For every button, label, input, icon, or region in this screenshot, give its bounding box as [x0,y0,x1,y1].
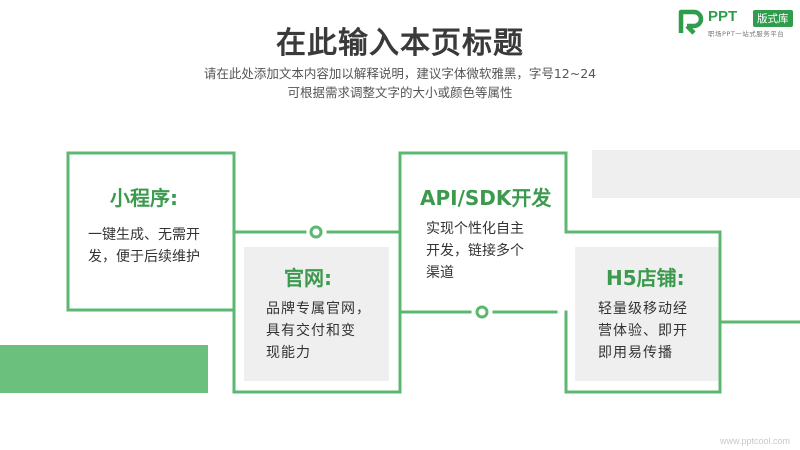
card-1-line-1: 一键生成、无需开 [88,227,200,243]
card-4-line-1: 轻量级移动经 [598,301,688,317]
card-2-text: 品牌专属官网， 具有交付和变 现能力 [266,298,371,364]
connector-node-1 [309,225,323,239]
card-1-line-2: 发，便于后续维护 [88,249,200,265]
logo-brand: PPT [708,8,738,25]
card-4-title: H5店铺: [606,266,685,290]
card-3-title: API/SDK开发 [420,186,552,210]
card-3-line-3: 渠道 [426,265,454,281]
bottom-left-block [0,345,208,393]
connector-node-2 [475,305,489,319]
logo-badge: 版式库 [753,10,793,27]
card-3-line-2: 开发，链接多个 [426,243,524,259]
card-2-line-3: 现能力 [266,345,311,361]
card-3-line-1: 实现个性化自主 [426,221,524,237]
watermark-text: www.pptcool.com [719,436,790,446]
logo-tagline: 职场PPT一站式服务平台 [708,30,785,38]
card-2-line-1: 品牌专属官网， [266,301,371,317]
card-2-line-2: 具有交付和变 [266,323,356,339]
card-2-title: 官网: [284,266,332,290]
subtitle-line-2: 可根据需求调整文字的大小或颜色等属性 [287,85,513,100]
card-2-panel [244,247,389,381]
card-4-text: 轻量级移动经 营体验、即开 即用易传播 [598,298,688,364]
brand-logo: PPT 版式库 职场PPT一站式服务平台 [678,8,798,40]
card-1-text: 一键生成、无需开 发，便于后续维护 [88,224,200,268]
top-right-panel [592,150,800,198]
subtitle-line-1: 请在此处添加文本内容加以解释说明，建议字体微软雅黑，字号12~24 [203,66,597,81]
page-title: 在此输入本页标题 [276,26,524,61]
card-3-text: 实现个性化自主 开发，链接多个 渠道 [426,218,524,284]
p-logo-icon [678,9,704,35]
page-subtitle: 请在此处添加文本内容加以解释说明，建议字体微软雅黑，字号12~24 可根据需求调… [0,64,800,102]
card-4-line-3: 即用易传播 [598,345,673,361]
card-4-panel [575,247,720,381]
card-4-line-2: 营体验、即开 [598,323,688,339]
card-1-title: 小程序: [110,186,178,210]
